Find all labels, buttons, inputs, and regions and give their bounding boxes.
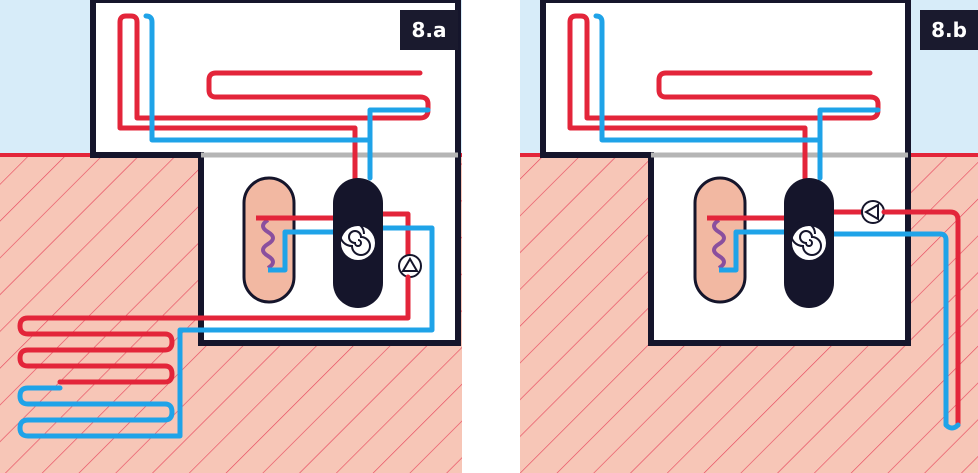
hot-pipe-tank-b: [707, 209, 862, 221]
panel-label-b: 8.b: [920, 10, 978, 50]
probe-bottom-b: [943, 422, 961, 431]
hot-pipe-ground-b: [881, 209, 961, 428]
pump-triangle-icon: [398, 254, 422, 278]
tank-coil-a: [261, 218, 275, 270]
panel-label-a: 8.a: [400, 10, 458, 50]
cold-pipe-tank-a: [268, 225, 435, 330]
cold-pipe-radiator-a: [143, 13, 431, 181]
cold-pipe-ground-a: [17, 327, 435, 439]
compressor-spiral-icon: [790, 221, 826, 260]
compressor-spiral-icon: [339, 221, 375, 260]
pump-triangle-icon: [861, 200, 885, 224]
panel-b: [520, 0, 978, 473]
cold-pipe-radiator-b: [593, 13, 881, 181]
panel-a: [0, 0, 462, 473]
hot-pipe-ground-a: [17, 274, 411, 385]
tank-coil-b: [712, 218, 726, 270]
hot-pipe-tank-a: [256, 211, 411, 255]
cold-pipe-tank-b: [719, 229, 949, 425]
